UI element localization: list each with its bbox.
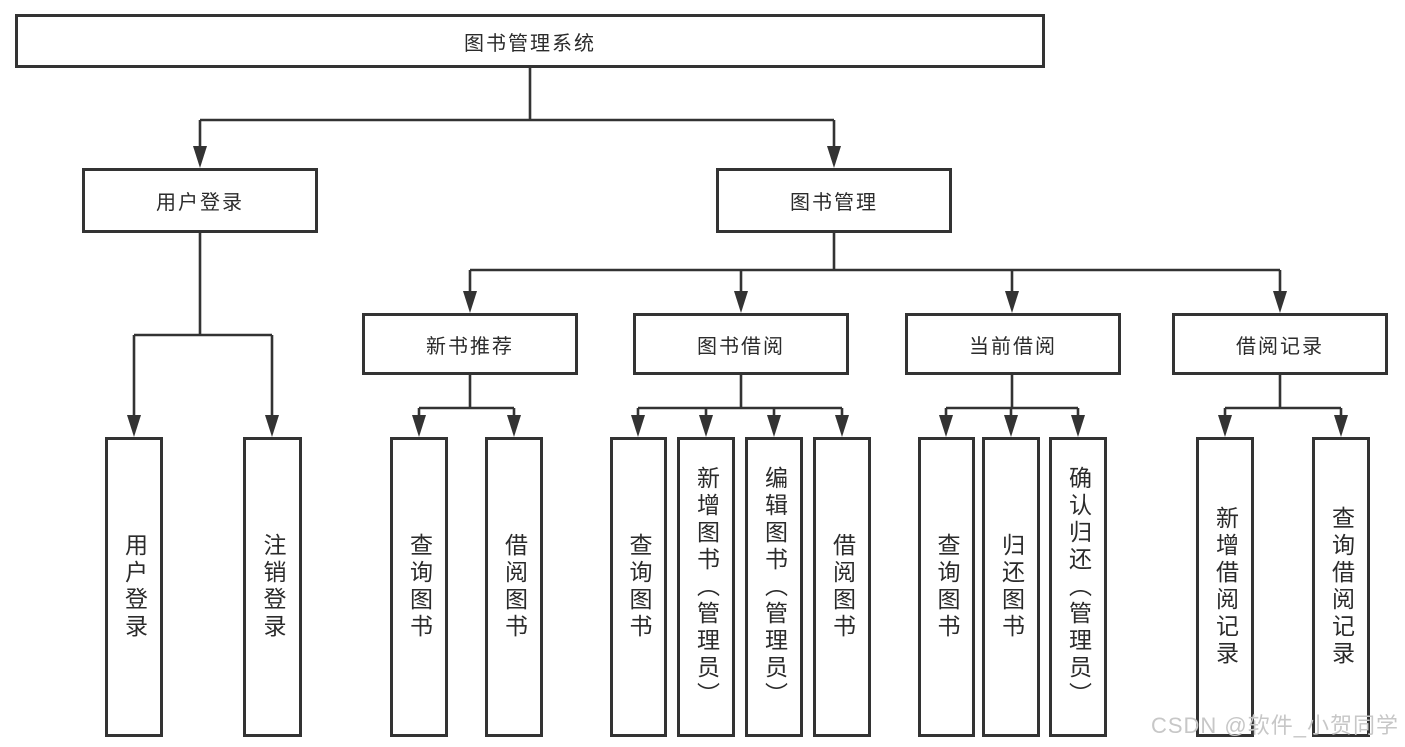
leaf-return-book: 归还图书 xyxy=(982,437,1040,737)
leaf-query-books-current: 查询图书 xyxy=(918,437,975,737)
node-book-management: 图书管理 xyxy=(716,168,952,233)
leaf-query-books-recommend: 查询图书 xyxy=(390,437,448,737)
leaf-query-borrow-record: 查询借阅记录 xyxy=(1312,437,1370,737)
node-book-borrow: 图书借阅 xyxy=(633,313,849,375)
leaf-edit-book-admin: 编辑图书（管理员） xyxy=(745,437,803,737)
leaf-confirm-return-admin: 确认归还（管理员） xyxy=(1049,437,1107,737)
arrowheads xyxy=(127,146,1348,437)
leaf-user-login: 用户登录 xyxy=(105,437,163,737)
leaf-add-book-admin: 新增图书（管理员） xyxy=(677,437,735,737)
leaf-borrow-books: 借阅图书 xyxy=(813,437,871,737)
leaf-add-borrow-record: 新增借阅记录 xyxy=(1196,437,1254,737)
node-user-login: 用户登录 xyxy=(82,168,318,233)
leaf-borrow-books-recommend: 借阅图书 xyxy=(485,437,543,737)
watermark: CSDN @软件_小贺同学 xyxy=(1150,713,1399,738)
node-borrow-records: 借阅记录 xyxy=(1172,313,1388,375)
node-current-borrow: 当前借阅 xyxy=(905,313,1121,375)
node-library-system-root: 图书管理系统 xyxy=(15,14,1045,68)
leaf-logout: 注销登录 xyxy=(243,437,302,737)
leaf-query-books-borrow: 查询图书 xyxy=(610,437,667,737)
node-new-book-recommend: 新书推荐 xyxy=(362,313,578,375)
